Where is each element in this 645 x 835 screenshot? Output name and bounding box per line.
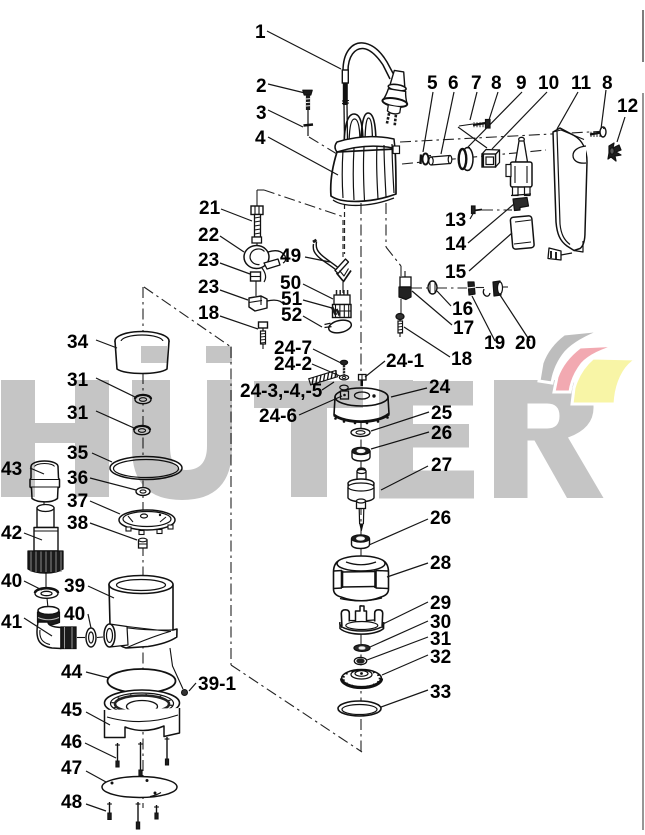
svg-text:12: 12 xyxy=(617,96,638,117)
svg-text:21: 21 xyxy=(199,198,221,219)
svg-text:16: 16 xyxy=(452,299,473,320)
svg-text:20: 20 xyxy=(515,333,536,354)
svg-text:39-1: 39-1 xyxy=(198,674,236,695)
svg-text:47: 47 xyxy=(61,758,82,779)
svg-text:1: 1 xyxy=(255,22,266,43)
svg-text:38: 38 xyxy=(67,513,88,534)
svg-text:26: 26 xyxy=(430,508,451,529)
svg-text:46: 46 xyxy=(61,732,82,753)
svg-text:24-1: 24-1 xyxy=(386,351,424,372)
svg-text:39: 39 xyxy=(64,576,85,597)
svg-text:18: 18 xyxy=(198,303,219,324)
svg-text:40: 40 xyxy=(1,571,22,592)
svg-text:44: 44 xyxy=(61,662,83,683)
svg-text:8: 8 xyxy=(602,73,613,94)
svg-text:24-2: 24-2 xyxy=(274,354,312,375)
svg-text:25: 25 xyxy=(431,403,453,424)
svg-text:49: 49 xyxy=(280,246,301,267)
svg-text:8: 8 xyxy=(491,73,502,94)
svg-text:7: 7 xyxy=(471,73,482,94)
svg-text:4: 4 xyxy=(255,128,266,149)
svg-text:17: 17 xyxy=(453,318,474,339)
svg-text:29: 29 xyxy=(430,593,451,614)
svg-text:52: 52 xyxy=(281,305,302,326)
svg-text:18: 18 xyxy=(451,349,472,370)
svg-text:13: 13 xyxy=(445,210,466,231)
svg-text:40: 40 xyxy=(64,604,85,625)
svg-text:33: 33 xyxy=(430,682,451,703)
svg-text:5: 5 xyxy=(427,73,438,94)
svg-text:45: 45 xyxy=(61,700,83,721)
svg-text:23: 23 xyxy=(198,250,219,271)
svg-text:2: 2 xyxy=(256,76,267,97)
svg-text:19: 19 xyxy=(484,333,505,354)
svg-text:10: 10 xyxy=(538,73,559,94)
svg-text:6: 6 xyxy=(448,73,459,94)
svg-text:28: 28 xyxy=(430,553,451,574)
svg-text:15: 15 xyxy=(445,262,467,283)
svg-text:41: 41 xyxy=(1,612,23,633)
svg-text:48: 48 xyxy=(61,792,82,813)
svg-text:42: 42 xyxy=(1,523,22,544)
svg-text:3: 3 xyxy=(256,103,267,124)
svg-text:34: 34 xyxy=(67,332,89,353)
svg-text:11: 11 xyxy=(571,73,592,94)
svg-text:32: 32 xyxy=(430,647,451,668)
svg-text:9: 9 xyxy=(516,73,527,94)
svg-text:14: 14 xyxy=(445,234,467,255)
svg-text:23: 23 xyxy=(198,277,219,298)
svg-text:22: 22 xyxy=(198,225,219,246)
